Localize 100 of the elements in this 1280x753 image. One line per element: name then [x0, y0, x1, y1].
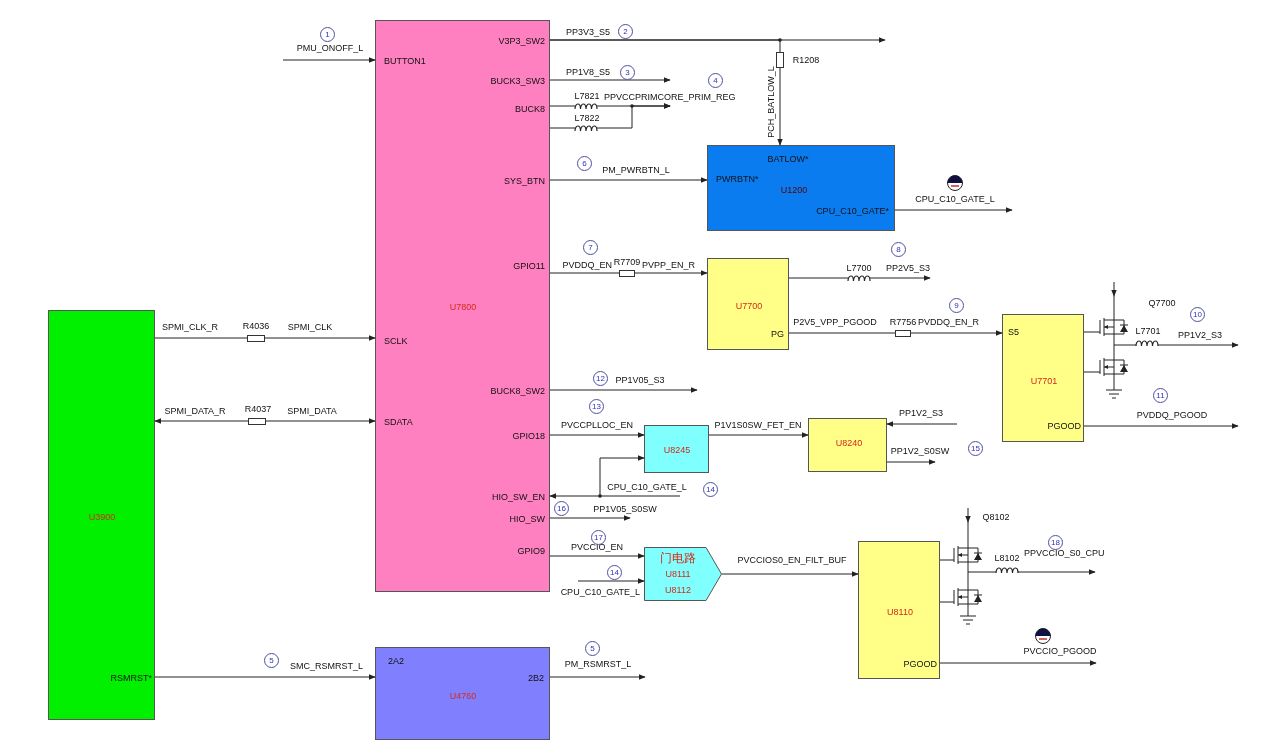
pin-label: BATLOW*: [767, 153, 809, 165]
wire: [599, 455, 645, 497]
wire: [939, 601, 949, 603]
chip-designator: U8110: [887, 606, 913, 618]
inductor-symbol: [575, 125, 597, 132]
wire: [721, 571, 859, 577]
component-label: L7822: [574, 112, 600, 124]
callout-number: 4: [708, 73, 723, 88]
net-label: PP3V3_S5: [566, 26, 611, 38]
component-label: R4036: [242, 320, 270, 332]
gate-block: [644, 547, 722, 601]
chip-box: [707, 145, 895, 231]
pin-label: BUTTON1: [384, 55, 426, 67]
callout-number: 12: [593, 371, 608, 386]
wire: [869, 275, 931, 281]
component-label: L7821: [574, 90, 600, 102]
pin-label: S5: [1008, 326, 1019, 338]
inductor-symbol: [575, 103, 597, 110]
component-label: R4037: [244, 403, 272, 415]
chip-designator: U3900: [88, 511, 116, 523]
callout-number: 16: [554, 501, 569, 516]
chip-box: [808, 418, 887, 472]
wire: [549, 515, 631, 521]
pin-label: SCLK: [384, 335, 408, 347]
callout-number: 18: [1048, 535, 1063, 550]
chip-designator: U7800: [449, 301, 477, 313]
pin-label: BUCK3_SW3: [490, 75, 545, 87]
net-label: PCH_BATLOW_L: [765, 66, 777, 138]
net-label: CPU_C10_GATE_L: [915, 193, 995, 205]
wire: [1111, 281, 1117, 297]
pin-label: 2B2: [528, 672, 544, 684]
callout-number: 14: [703, 482, 718, 497]
net-label: PM_PWRBTN_L: [602, 164, 670, 176]
wire: [894, 207, 1013, 213]
wire: [788, 332, 896, 334]
pin-label: GPIO9: [517, 545, 545, 557]
wire: [549, 39, 781, 53]
pin-label: BUCK8_SW2: [490, 385, 545, 397]
net-label: SPMI_CLK_R: [162, 321, 218, 333]
net-label: CPU_C10_GATE_L: [607, 481, 687, 493]
wire: [1083, 371, 1095, 373]
callout-number: 17: [591, 530, 606, 545]
wire: [1157, 342, 1239, 348]
chip-box: [858, 541, 940, 679]
resistor-symbol: [619, 270, 635, 277]
net-label: PP1V05_S3: [615, 374, 665, 386]
wire: [788, 277, 849, 279]
wire: [634, 270, 708, 276]
wire: [154, 418, 249, 424]
wire: [886, 421, 958, 427]
wire: [1083, 331, 1095, 333]
callout-number: 3: [620, 65, 635, 80]
pin-label: GPIO18: [512, 430, 545, 442]
chip-designator: U8112: [665, 584, 691, 596]
chip-box: [48, 310, 155, 720]
component-label: L7700: [846, 262, 872, 274]
wire: [596, 103, 671, 129]
wire: [264, 335, 376, 341]
component-label: L7701: [1135, 325, 1161, 337]
pin-label: SYS_BTN: [504, 175, 545, 187]
net-label: CPU_C10_GATE_L: [560, 586, 640, 598]
callout-number: 6: [577, 156, 592, 171]
wire: [1017, 569, 1096, 575]
component-label: R1208: [792, 54, 820, 66]
resistor-symbol: [895, 330, 911, 337]
pin-label: RSMRST*: [110, 672, 152, 684]
net-label: PP1V05_S0SW: [593, 503, 657, 515]
component-label: Q8102: [982, 511, 1010, 523]
net-label: SPMI_CLK: [287, 321, 333, 333]
net-label: P1V1S0SW_FET_EN: [714, 419, 802, 431]
callout-number: 11: [1153, 388, 1168, 403]
resistor-symbol: [247, 335, 265, 342]
net-label: PPVCCIO_S0_CPU: [1024, 547, 1105, 559]
net-label: PP1V2_S0SW: [890, 445, 950, 457]
pin-label: GPIO11: [513, 260, 545, 272]
net-label: PP1V8_S5: [566, 66, 611, 78]
wire: [1131, 344, 1137, 346]
net-label: PVPP_EN_R: [642, 259, 696, 271]
pin-label: PGOOD: [903, 658, 937, 670]
chip-designator: U7701: [1030, 375, 1058, 387]
pin-label: BUCK8: [515, 103, 545, 115]
wire: [939, 559, 949, 561]
wire: [282, 57, 376, 63]
pin-label: 2A2: [388, 655, 404, 667]
resistor-symbol: [776, 52, 784, 68]
pin-label: SDATA: [384, 416, 413, 428]
callout-number: 13: [589, 399, 604, 414]
wire: [265, 418, 376, 424]
wire: [549, 493, 681, 499]
chip-designator: U1200: [780, 184, 808, 196]
chip-box: [1002, 314, 1084, 442]
wire: [577, 578, 645, 584]
wire: [549, 387, 698, 393]
chip-box: [707, 258, 789, 350]
wire: [154, 674, 376, 680]
net-label: PVDDQ_PGOOD: [1136, 409, 1208, 421]
wire: [985, 571, 997, 573]
wire: [154, 337, 248, 339]
callout-number: 2: [618, 24, 633, 39]
chip-designator: U8111: [665, 568, 691, 580]
